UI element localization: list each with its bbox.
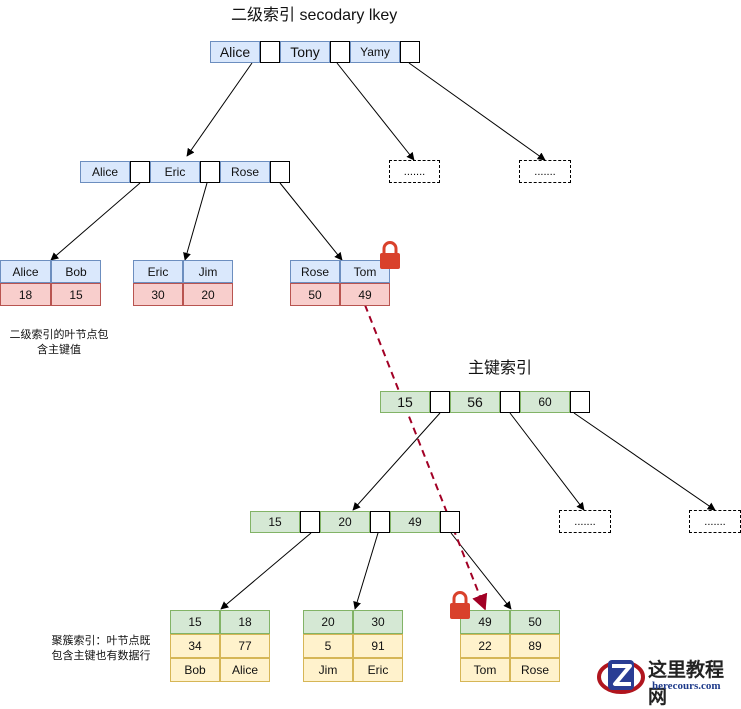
pri-l2-pointer-3 bbox=[440, 511, 460, 533]
pri-leaf-2-row1-col2: 91 bbox=[353, 634, 403, 658]
sec-leaf-3-key-2: Tom bbox=[340, 260, 390, 283]
sec-leaf-3-key-1: Rose bbox=[290, 260, 340, 283]
pri-root-pointer-1 bbox=[430, 391, 450, 413]
pri-leaf-3-row2-col2: Rose bbox=[510, 658, 560, 682]
sec-l2-pointer-1 bbox=[130, 161, 150, 183]
secondary-leaf-note-line-2: 含主键值 bbox=[37, 344, 81, 356]
lock-icon bbox=[450, 591, 470, 619]
sec-l2-key-2: Eric bbox=[150, 161, 200, 183]
sec-root-key-3: Yamy bbox=[350, 41, 400, 63]
pri-leaf-2-row2-col1: Jim bbox=[303, 658, 353, 682]
pri-root-pointer-3 bbox=[570, 391, 590, 413]
pri-placeholder-node-2: ....... bbox=[689, 510, 741, 533]
sec-leaf-1-value-2: 15 bbox=[51, 283, 101, 306]
sec-root-pointer-3 bbox=[400, 41, 420, 63]
sec-root-pointer-2 bbox=[330, 41, 350, 63]
watermark-url: herecours.com bbox=[652, 680, 721, 692]
pri-leaf-1-key-1: 15 bbox=[170, 610, 220, 634]
sec-leaf-2-value-2: 20 bbox=[183, 283, 233, 306]
pri-leaf-2-row2-col2: Eric bbox=[353, 658, 403, 682]
edge-pri-l2-to-leaf1 bbox=[220, 532, 312, 610]
edge-pri-l2-to-leaf2 bbox=[353, 532, 379, 610]
sec-root-key-2: Tony bbox=[280, 41, 330, 63]
sec-leaf-3-value-2: 49 bbox=[340, 283, 390, 306]
edge-sec-root-to-l2 bbox=[186, 62, 253, 157]
pri-leaf-2-key-2: 30 bbox=[353, 610, 403, 634]
pri-leaf-2-key-1: 20 bbox=[303, 610, 353, 634]
sec-placeholder-node-2: ....... bbox=[519, 160, 571, 183]
primary-leaf-note-line-1: 聚簇索引：叶节点既 bbox=[51, 635, 151, 647]
sec-placeholder-node-1: ....... bbox=[389, 160, 440, 183]
pri-l2-key-3: 49 bbox=[390, 511, 440, 533]
pri-leaf-3-row1-col2: 89 bbox=[510, 634, 560, 658]
pri-root-key-2: 56 bbox=[450, 391, 500, 413]
pri-leaf-3-row2-col1: Tom bbox=[460, 658, 510, 682]
secondary-index-title: 二级索引 secodary lkey bbox=[231, 7, 398, 24]
pri-leaf-1-row2-col1: Bob bbox=[170, 658, 220, 682]
pri-l2-key-2: 20 bbox=[320, 511, 370, 533]
pri-leaf-3-row1-col1: 22 bbox=[460, 634, 510, 658]
edge-sec-root-to-dash2 bbox=[408, 62, 546, 161]
pri-root-key-3: 60 bbox=[520, 391, 570, 413]
edge-sec-root-to-dash1 bbox=[336, 62, 415, 161]
edge-pri-root-to-dash2 bbox=[573, 412, 716, 511]
secondary-leaf-note-line-1: 二级索引的叶节点包 bbox=[9, 329, 109, 341]
pri-l2-pointer-1 bbox=[300, 511, 320, 533]
primary-leaf-note-line-2: 包含主键也有数据行 bbox=[51, 650, 151, 662]
edge-sec-l2-to-leaf3 bbox=[279, 182, 343, 261]
pri-root-key-1: 15 bbox=[380, 391, 430, 413]
sec-l2-key-1: Alice bbox=[80, 161, 130, 183]
edge-sec-l2-to-leaf1 bbox=[50, 182, 141, 261]
pri-leaf-1-key-2: 18 bbox=[220, 610, 270, 634]
edge-pri-l2-to-leaf3 bbox=[450, 532, 512, 610]
sec-l2-pointer-3 bbox=[270, 161, 290, 183]
secondary-leaf-note: 二级索引的叶节点包 含主键值 bbox=[0, 328, 118, 358]
primary-index-title: 主键索引 bbox=[468, 360, 533, 377]
pri-l2-pointer-2 bbox=[370, 511, 390, 533]
sec-leaf-2-key-1: Eric bbox=[133, 260, 183, 283]
pri-root-pointer-2 bbox=[500, 391, 520, 413]
sec-leaf-1-key-2: Bob bbox=[51, 260, 101, 283]
sec-root-pointer-1 bbox=[260, 41, 280, 63]
edge-pri-root-to-l2 bbox=[352, 412, 441, 511]
sec-leaf-1-value-1: 18 bbox=[0, 283, 51, 306]
lookup-arrow bbox=[364, 304, 488, 611]
pri-l2-key-1: 15 bbox=[250, 511, 300, 533]
z-logo-icon bbox=[597, 660, 645, 694]
edge-pri-root-to-dash1 bbox=[509, 412, 585, 511]
sec-root-key-1: Alice bbox=[210, 41, 260, 63]
pri-leaf-3-key-2: 50 bbox=[510, 610, 560, 634]
pri-placeholder-node-1: ....... bbox=[559, 510, 611, 533]
lock-icon bbox=[380, 241, 400, 269]
sec-l2-pointer-2 bbox=[200, 161, 220, 183]
sec-leaf-1-key-1: Alice bbox=[0, 260, 51, 283]
pri-leaf-1-row2-col2: Alice bbox=[220, 658, 270, 682]
sec-l2-key-3: Rose bbox=[220, 161, 270, 183]
primary-leaf-note: 聚簇索引：叶节点既 包含主键也有数据行 bbox=[40, 634, 162, 664]
sec-leaf-3-value-1: 50 bbox=[290, 283, 340, 306]
pri-leaf-1-row1-col1: 34 bbox=[170, 634, 220, 658]
sec-leaf-2-key-2: Jim bbox=[183, 260, 233, 283]
edge-sec-l2-to-leaf2 bbox=[183, 182, 208, 261]
pri-leaf-2-row1-col1: 5 bbox=[303, 634, 353, 658]
pri-leaf-1-row1-col2: 77 bbox=[220, 634, 270, 658]
sec-leaf-2-value-1: 30 bbox=[133, 283, 183, 306]
